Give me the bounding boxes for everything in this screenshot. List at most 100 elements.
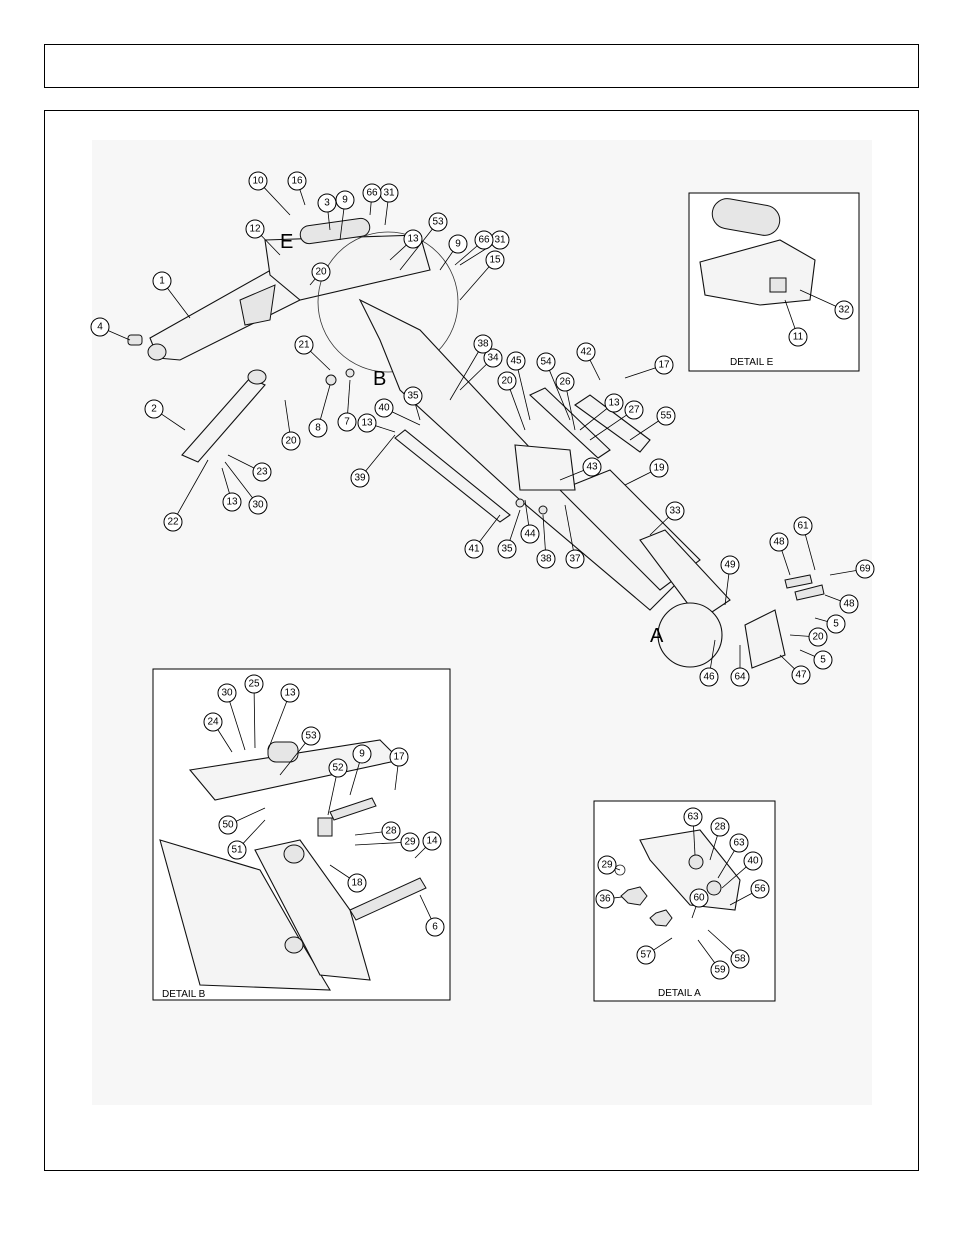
callout-number: 28 [714,822,726,833]
callout-10: 10 [248,171,291,216]
callout-number: 46 [703,672,715,683]
callout-number: 23 [256,467,268,478]
callout-number: 38 [477,339,489,350]
center-block [514,444,576,491]
callout-20: 20 [497,371,526,431]
callout-number: 34 [487,353,499,364]
lift-cylinder-end [247,369,267,385]
detail-a-box [593,800,776,1002]
callout-number: 33 [669,506,681,517]
view-letter-e: E [280,231,293,253]
callout-52: 52 [327,758,348,816]
callout-4: 4 [90,317,131,341]
callout-number: 30 [252,500,264,511]
tube-41 [394,429,511,523]
callout-number: 59 [714,965,726,976]
callout-number: 40 [378,403,390,414]
callout-63: 63 [717,833,749,879]
callout-39: 39 [350,434,396,488]
callout-number: 17 [658,360,670,371]
nut-35 [515,498,525,508]
callout-53: 53 [399,212,448,271]
callout-number: 8 [315,423,321,434]
callout-number: 66 [366,188,378,199]
callout-layer: 1234557899101112131313131516171920202020… [90,171,875,980]
detail-b-circle [317,231,459,373]
callout-number: 20 [285,436,297,447]
callout-25: 25 [244,674,264,749]
washer-7 [345,368,355,378]
callout-20: 20 [281,399,301,451]
callout-9: 9 [349,744,372,796]
tube-42 [574,394,651,453]
callout-28: 28 [354,821,401,841]
callout-number: 13 [284,688,296,699]
callout-number: 38 [540,554,552,565]
callout-32: 32 [799,289,854,320]
bushing-4 [127,334,143,346]
callout-35: 35 [403,386,423,421]
top-cylinder [299,217,371,245]
callout-63: 63 [683,807,703,856]
callout-18: 18 [329,864,367,893]
disk-a [657,602,723,668]
callout-number: 41 [468,544,480,555]
callout-number: 40 [747,856,759,867]
callout-number: 4 [97,322,103,333]
callout-30: 30 [224,461,268,515]
callout-13: 13 [267,683,300,751]
callout-13: 13 [579,393,624,431]
callout-number: 19 [653,463,665,474]
callout-56: 56 [729,879,770,906]
callout-number: 11 [793,332,804,343]
callout-19: 19 [624,458,669,486]
callout-13: 13 [357,413,396,433]
callout-number: 57 [640,950,652,961]
callout-46: 46 [699,639,719,687]
main-assembly [127,217,825,669]
callout-41: 41 [464,514,501,559]
callout-number: 49 [724,560,736,571]
callout-13: 13 [221,467,242,512]
callout-number: 9 [359,749,365,760]
callout-number: 31 [383,188,395,199]
callout-number: 60 [693,893,705,904]
callout-number: 35 [501,544,513,555]
boom-bracket [239,284,276,326]
callout-number: 29 [601,860,613,871]
detail-a-drawing [614,829,741,927]
callout-number: 17 [393,752,405,763]
callout-57: 57 [636,937,673,965]
callout-number: 45 [510,356,522,367]
callout-26: 26 [555,372,576,431]
callout-number: 58 [734,954,746,965]
callout-9: 9 [335,190,355,241]
callout-number: 52 [332,763,344,774]
tube-54 [529,387,611,459]
callout-59: 59 [697,939,730,980]
callout-number: 53 [432,217,444,228]
view-letter-a: A [650,625,664,647]
drawing-frame [44,110,919,1171]
callout-13: 13 [389,229,423,261]
callout-40: 40 [721,851,763,889]
callout-number: 37 [569,554,581,565]
callout-6: 6 [419,894,445,937]
callout-number: 14 [426,836,438,847]
callout-12: 12 [245,219,281,256]
callout-number: 13 [226,497,238,508]
callout-51: 51 [227,819,266,860]
boom-pivot [147,343,167,361]
callout-9: 9 [439,234,468,271]
callout-number: 43 [586,462,598,473]
callout-8: 8 [308,384,331,438]
top-housing [264,234,431,301]
callout-11: 11 [784,299,808,347]
callout-23: 23 [227,454,272,482]
callout-number: 20 [501,376,513,387]
callout-number: 13 [608,398,620,409]
callout-48: 48 [824,594,859,614]
view-letter-b: B [373,368,386,390]
callout-35: 35 [497,509,521,559]
callout-number: 42 [580,347,592,358]
